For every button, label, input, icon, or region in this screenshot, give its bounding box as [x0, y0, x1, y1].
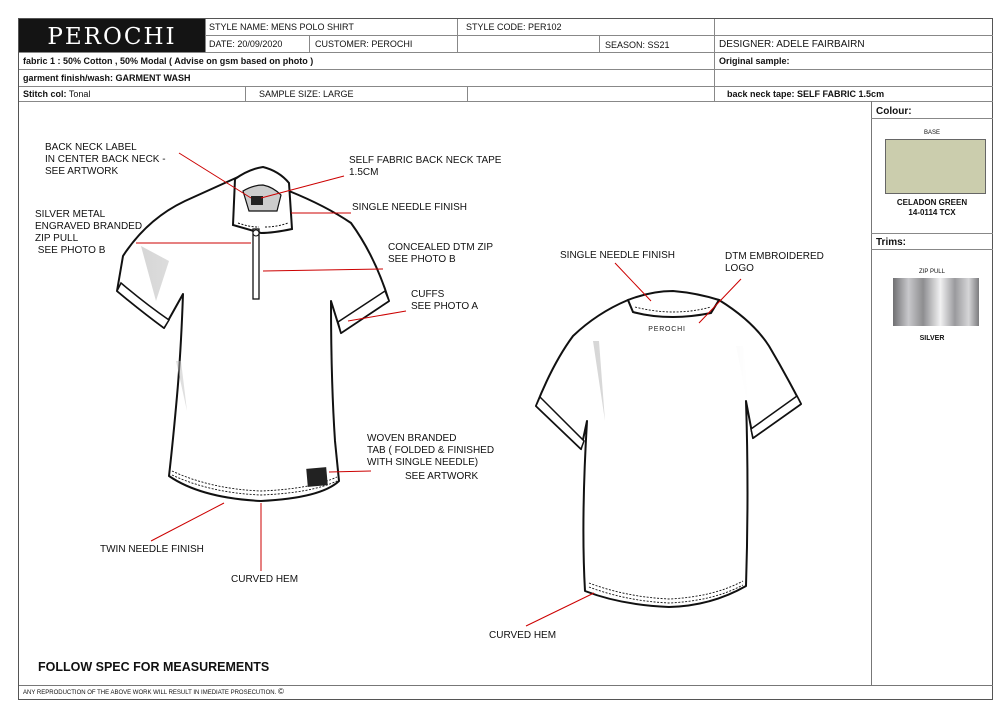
tech-pack-sheet: PEROCHI STYLE NAME: MENS POLO SHIRT STYL… [18, 18, 993, 700]
front-left-cuff [116, 281, 171, 330]
zip-pull-ring [252, 229, 260, 237]
back-hem-stitch [588, 580, 744, 604]
fabric-spec: fabric 1 : 50% Cotton , 50% Modal ( Advi… [23, 56, 314, 66]
sidebar-divider [871, 101, 872, 686]
header-divider [245, 86, 246, 101]
header-divider [457, 19, 458, 52]
date: DATE: 20/09/2020 [209, 39, 283, 49]
garment-finish: garment finish/wash: GARMENT WASH [23, 73, 191, 83]
callout-cuffs: CUFFS SEE PHOTO A [411, 289, 479, 312]
sidebar-divider [871, 233, 993, 234]
front-hem-stitch [171, 470, 338, 496]
back-shirt-illustration [535, 289, 802, 608]
sidebar-divider [871, 249, 993, 250]
front-shirt-illustration [116, 165, 390, 502]
spec-note: FOLLOW SPEC FOR MEASUREMENTS [38, 660, 270, 674]
header-divider [19, 69, 993, 70]
designer: DESIGNER: ADELE FAIRBAIRN [719, 39, 865, 50]
callout-back-neck-label: BACK NECK LABEL IN CENTER BACK NECK - SE… [45, 142, 166, 177]
header-divider [599, 35, 600, 52]
callout-see-artwork: SEE ARTWORK [405, 471, 479, 482]
customer: CUSTOMER: PEROCHI [315, 39, 413, 49]
colour-heading: Colour: [876, 106, 912, 117]
colour-swatch [885, 139, 986, 194]
back-left-cuff [535, 395, 585, 451]
back-neck-label-patch [251, 196, 263, 205]
back-neck-tape-value: SELF FABRIC 1.5cm [797, 89, 885, 99]
back-neck-tape: back neck tape: SELF FABRIC 1.5cm [727, 89, 884, 100]
woven-tab [306, 467, 328, 487]
sidebar-divider [871, 118, 993, 119]
colour-code: 14-0114 TCX [908, 208, 956, 217]
header-divider [467, 86, 468, 101]
stitch-col-label: Stitch col: [23, 89, 67, 99]
back-right-cuff [750, 394, 802, 440]
callout-back-single-needle: SINGLE NEEDLE FINISH [560, 250, 676, 261]
front-collar-stitch [237, 222, 289, 228]
callout-woven-tab: WOVEN BRANDED TAB ( FOLDED & FINISHED WI… [367, 433, 495, 468]
callout-front-curved-hem: CURVED HEM [231, 574, 299, 585]
callout-twin-needle: TWIN NEEDLE FINISH [100, 544, 204, 555]
callout-embroidered-logo: DTM EMBROIDERED LOGO [725, 251, 824, 274]
header-divider [205, 19, 206, 52]
callout-silver-zip: SILVER METAL ENGRAVED BRANDED ZIP PULL S… [35, 209, 143, 256]
header-divider [19, 86, 993, 87]
style-code: STYLE CODE: PER102 [466, 22, 562, 32]
copyright-icon: © [277, 687, 284, 696]
callout-single-needle: SINGLE NEEDLE FINISH [352, 202, 468, 213]
stitch-col: Stitch col: Tonal [23, 89, 90, 100]
trim-name: SILVER [919, 335, 945, 342]
header-divider [714, 19, 715, 86]
garment-drawings: PEROCHI [116, 152, 802, 627]
back-neck-tape-label: back neck tape: [727, 89, 795, 99]
back-collar-stitch [634, 306, 712, 313]
zip-placket [252, 228, 260, 300]
header-divider [309, 35, 310, 52]
front-right-cuff [337, 289, 390, 335]
footer-divider [19, 685, 993, 686]
stitch-col-value: Tonal [68, 89, 91, 99]
zip-pull-label: ZIP PULL [919, 269, 945, 275]
back-collar [626, 289, 721, 319]
original-sample: Original sample: [719, 56, 790, 66]
front-shading [141, 246, 339, 411]
silver-trim-swatch [893, 278, 979, 326]
header-divider [714, 86, 715, 101]
callout-concealed-zip: CONCEALED DTM ZIP SEE PHOTO B [388, 242, 494, 265]
colour-name: CELADON GREEN [896, 198, 968, 207]
header-divider [19, 52, 993, 53]
brand-logo: PEROCHI [19, 19, 205, 52]
back-body-outline [535, 292, 802, 608]
callout-self-fabric-tape: SELF FABRIC BACK NECK TAPE 1.5CM [349, 155, 502, 178]
legal-note: ANY REPRODUCTION OF THE ABOVE WORK WILL … [23, 688, 284, 697]
base-label: BASE [923, 130, 940, 136]
season: SEASON: SS21 [605, 40, 670, 50]
callout-leader-lines [136, 152, 742, 627]
trims-heading: Trims: [876, 237, 907, 248]
callout-back-curved-hem: CURVED HEM [489, 630, 557, 641]
back-embroidered-logo: PEROCHI [648, 326, 686, 333]
sample-size: SAMPLE SIZE: LARGE [259, 89, 354, 99]
style-name: STYLE NAME: MENS POLO SHIRT [209, 22, 354, 32]
legal-text: ANY REPRODUCTION OF THE ABOVE WORK WILL … [23, 690, 277, 696]
header-divider [19, 101, 993, 102]
